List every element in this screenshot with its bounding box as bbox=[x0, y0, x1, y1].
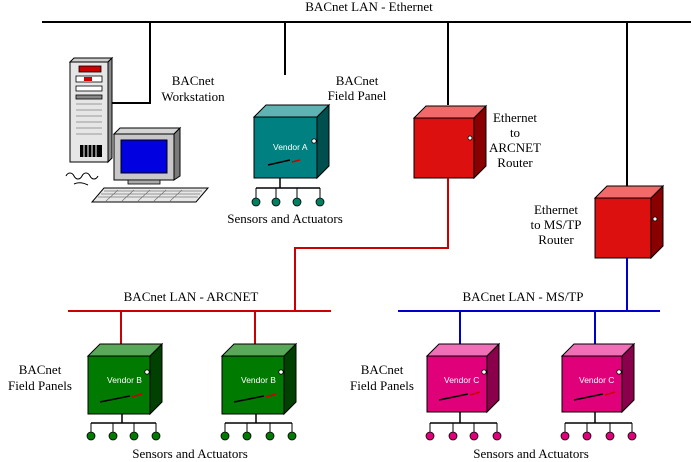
vendor-c2-label: Vendor C bbox=[579, 375, 614, 385]
field-panels-right-label-2: Field Panels bbox=[350, 378, 414, 393]
mstp-router bbox=[593, 184, 665, 260]
ethernet-lan-label: BACnet LAN - Ethernet bbox=[305, 0, 433, 14]
arcnet-router-label-1: Ethernet bbox=[493, 110, 537, 125]
sensors-label-right: Sensors and Actuators bbox=[473, 446, 589, 461]
arcnet-router-label-3: ARCNET bbox=[489, 140, 541, 155]
field-panel-vendor-c-1: Vendor C bbox=[425, 342, 501, 414]
field-panel-label-1: BACnet bbox=[336, 73, 379, 88]
workstation-icon bbox=[65, 56, 210, 203]
workstation-label-1: BACnet bbox=[172, 73, 215, 88]
mstp-router-label-2: to MS/TP bbox=[531, 217, 582, 232]
field-panels-right-label-1: BACnet bbox=[361, 362, 404, 377]
field-panels-left-label-1: BACnet bbox=[19, 362, 62, 377]
sensors-group-b2 bbox=[220, 414, 297, 441]
sensors-group-top bbox=[251, 178, 325, 207]
mstp-lan-label: BACnet LAN - MS/TP bbox=[463, 289, 584, 304]
arcnet-uplink bbox=[294, 178, 449, 311]
sensors-group-c2 bbox=[560, 412, 637, 441]
sensors-label-left: Sensors and Actuators bbox=[132, 446, 248, 461]
arcnet-lan-label: BACnet LAN - ARCNET bbox=[124, 289, 259, 304]
field-panel-vendor-b-2: Vendor B bbox=[220, 342, 298, 416]
arcnet-router bbox=[412, 104, 488, 180]
sensors-label-top: Sensors and Actuators bbox=[227, 211, 343, 226]
mstp-router-label-1: Ethernet bbox=[534, 202, 578, 217]
vendor-b2-label: Vendor B bbox=[241, 375, 276, 385]
vendor-a-label: Vendor A bbox=[273, 142, 308, 152]
arcnet-router-label-2: to bbox=[510, 125, 520, 140]
field-panels-left-label-2: Field Panels bbox=[8, 378, 72, 393]
workstation-label-2: Workstation bbox=[161, 89, 225, 104]
vendor-c1-label: Vendor C bbox=[444, 375, 479, 385]
arcnet-router-label-4: Router bbox=[497, 155, 533, 170]
vendor-b1-label: Vendor B bbox=[107, 375, 142, 385]
mstp-router-label-3: Router bbox=[538, 232, 574, 247]
sensors-group-b1 bbox=[86, 414, 161, 441]
field-panel-vendor-b-1: Vendor B bbox=[86, 342, 164, 416]
field-panel-vendor-a: Vendor A bbox=[252, 103, 331, 180]
field-panel-vendor-c-2: Vendor C bbox=[560, 342, 636, 414]
field-panel-label-2: Field Panel bbox=[328, 88, 387, 103]
ethernet-drop-workstation bbox=[108, 22, 151, 104]
sensors-group-c1 bbox=[425, 412, 502, 441]
